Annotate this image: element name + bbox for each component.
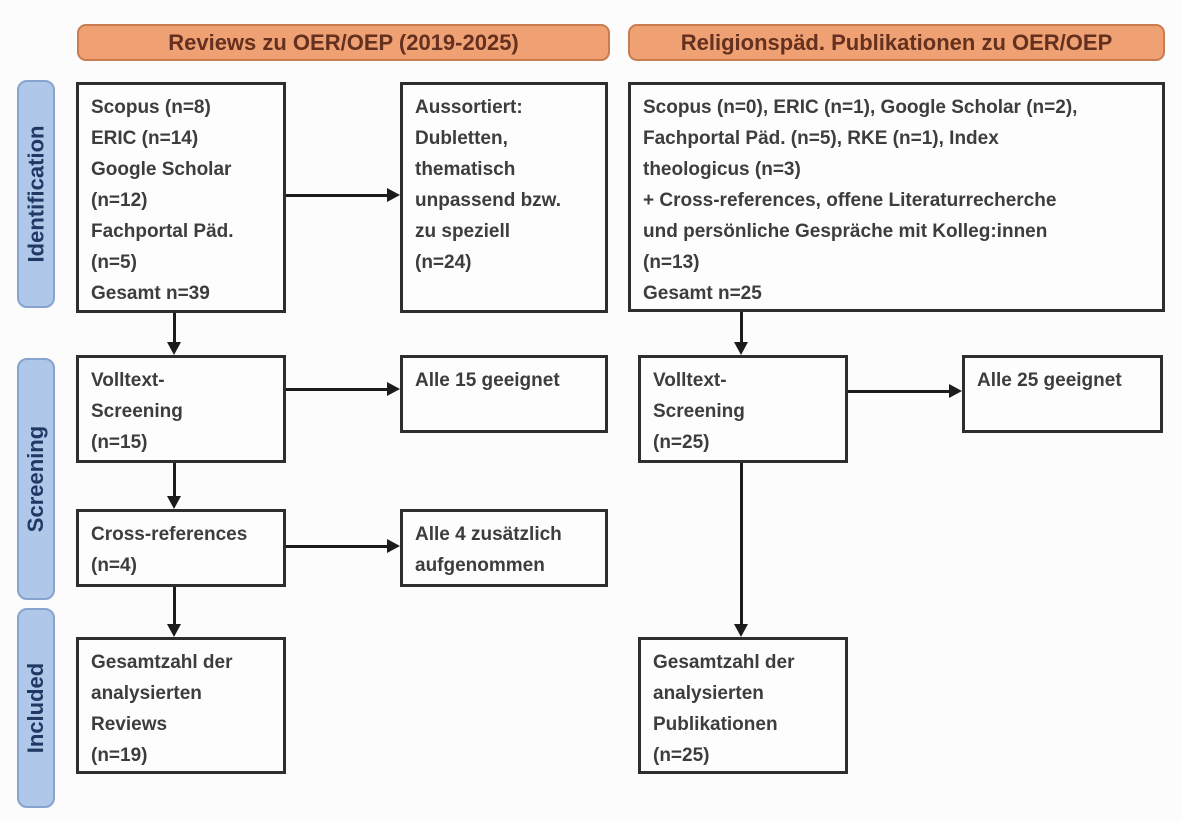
arrow-fulltext-to-crossref bbox=[167, 463, 181, 509]
arrow-sources-to-fulltext-religionspaed bbox=[734, 312, 748, 355]
arrow-sources-to-fulltext-reviews bbox=[167, 313, 181, 355]
box-sources-religionspaed: Scopus (n=0), ERIC (n=1), Google Scholar… bbox=[628, 82, 1165, 312]
box-included-reviews: Gesamtzahl der analysierten Reviews (n=1… bbox=[76, 637, 286, 774]
arrow-crossref-to-included bbox=[167, 587, 181, 637]
column-header-reviews: Reviews zu OER/OEP (2019-2025) bbox=[77, 24, 610, 61]
stage-label-included: Included bbox=[23, 662, 49, 754]
arrow-fulltext-to-result-religionspaed bbox=[848, 384, 962, 398]
stage-pill-screening: Screening bbox=[17, 358, 55, 600]
stage-pill-identification: Identification bbox=[17, 80, 55, 308]
arrow-fulltext-to-result-reviews bbox=[286, 382, 400, 396]
box-fulltext-screening-reviews: Volltext- Screening (n=15) bbox=[76, 355, 286, 463]
arrow-fulltext-to-included-religionspaed bbox=[734, 463, 748, 637]
box-cross-references: Cross-references (n=4) bbox=[76, 509, 286, 587]
stage-label-identification: Identification bbox=[23, 125, 49, 263]
column-header-religionspaed: Religionspäd. Publikationen zu OER/OEP bbox=[628, 24, 1165, 61]
box-sources-reviews: Scopus (n=8) ERIC (n=14) Google Scholar … bbox=[76, 82, 286, 313]
stage-pill-included: Included bbox=[17, 608, 55, 808]
arrow-sources-to-excluded bbox=[286, 188, 400, 202]
box-fulltext-screening-religionspaed: Volltext- Screening (n=25) bbox=[638, 355, 848, 463]
box-fulltext-result-religionspaed: Alle 25 geeignet bbox=[962, 355, 1163, 433]
box-included-religionspaed: Gesamtzahl der analysierten Publikatione… bbox=[638, 637, 848, 774]
arrow-crossref-to-result bbox=[286, 539, 400, 553]
box-excluded-reviews: Aussortiert: Dubletten, thematisch unpas… bbox=[400, 82, 608, 313]
box-fulltext-result-reviews: Alle 15 geeignet bbox=[400, 355, 608, 433]
box-crossref-result: Alle 4 zusätzlich aufgenommen bbox=[400, 509, 608, 587]
stage-label-screening: Screening bbox=[23, 425, 48, 533]
